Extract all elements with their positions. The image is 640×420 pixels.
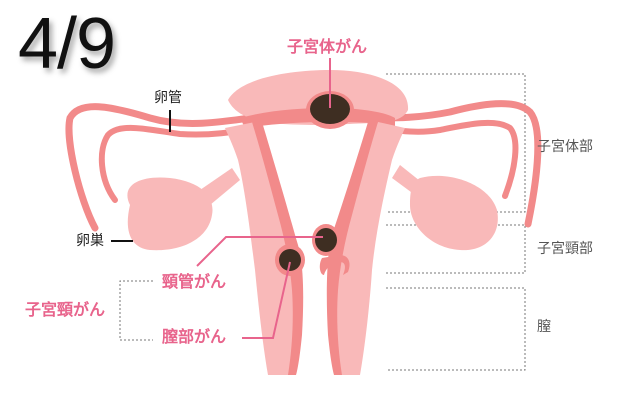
label-uterine-body-cancer: 子宮体がん bbox=[287, 37, 368, 56]
tumors bbox=[275, 91, 354, 276]
region-label-vagina: 膣 bbox=[537, 319, 551, 335]
label-vaginal-part-cancer: 膣部がん bbox=[162, 327, 227, 346]
region-bracket-vagina bbox=[386, 287, 526, 371]
region-label-cervix: 子宮頸部 bbox=[537, 241, 593, 257]
page-counter: 4/9 bbox=[18, 4, 116, 84]
leader-lines bbox=[111, 58, 331, 339]
label-fallopian-tube: 卵管 bbox=[154, 90, 182, 106]
fallopian-tubes bbox=[65, 100, 542, 232]
ovary-right bbox=[392, 165, 498, 251]
ovary-left bbox=[127, 168, 240, 251]
label-cervical-canal-cancer: 頸管がん bbox=[162, 272, 227, 291]
cervical-cancer-bracket bbox=[119, 280, 153, 341]
label-cervical-cancer: 子宮頸がん bbox=[25, 300, 106, 319]
region-bracket-uterine-body bbox=[386, 73, 526, 213]
region-label-uterine-body: 子宮体部 bbox=[537, 139, 593, 155]
label-ovary: 卵巣 bbox=[76, 233, 104, 249]
